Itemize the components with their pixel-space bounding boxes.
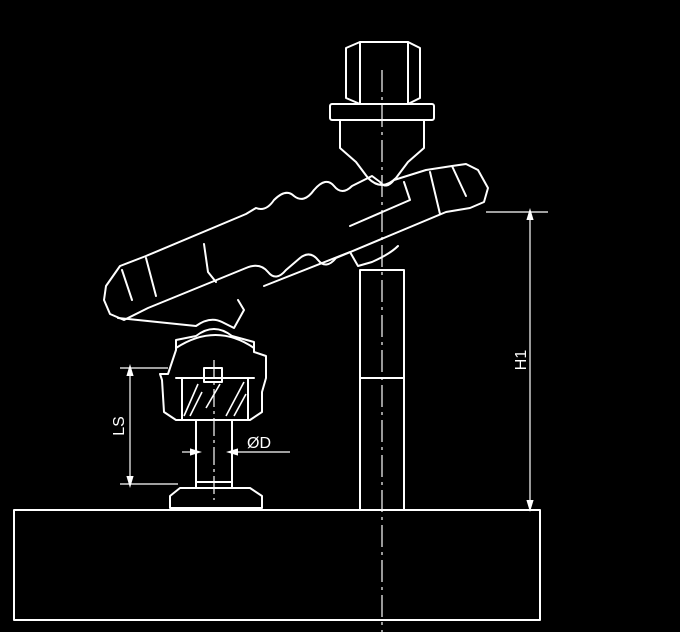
dimension-h1 <box>486 208 548 512</box>
h1-label: H1 <box>513 350 530 371</box>
stud-bolt <box>359 269 405 511</box>
ls-label: LS <box>111 416 128 436</box>
base-block <box>13 509 541 621</box>
support-head <box>159 328 267 500</box>
diameter-label: ØD <box>247 435 271 452</box>
support-foot <box>169 481 263 509</box>
hex-nut <box>329 41 435 121</box>
dimension-ls <box>120 364 178 488</box>
clamp-arm <box>103 163 489 329</box>
